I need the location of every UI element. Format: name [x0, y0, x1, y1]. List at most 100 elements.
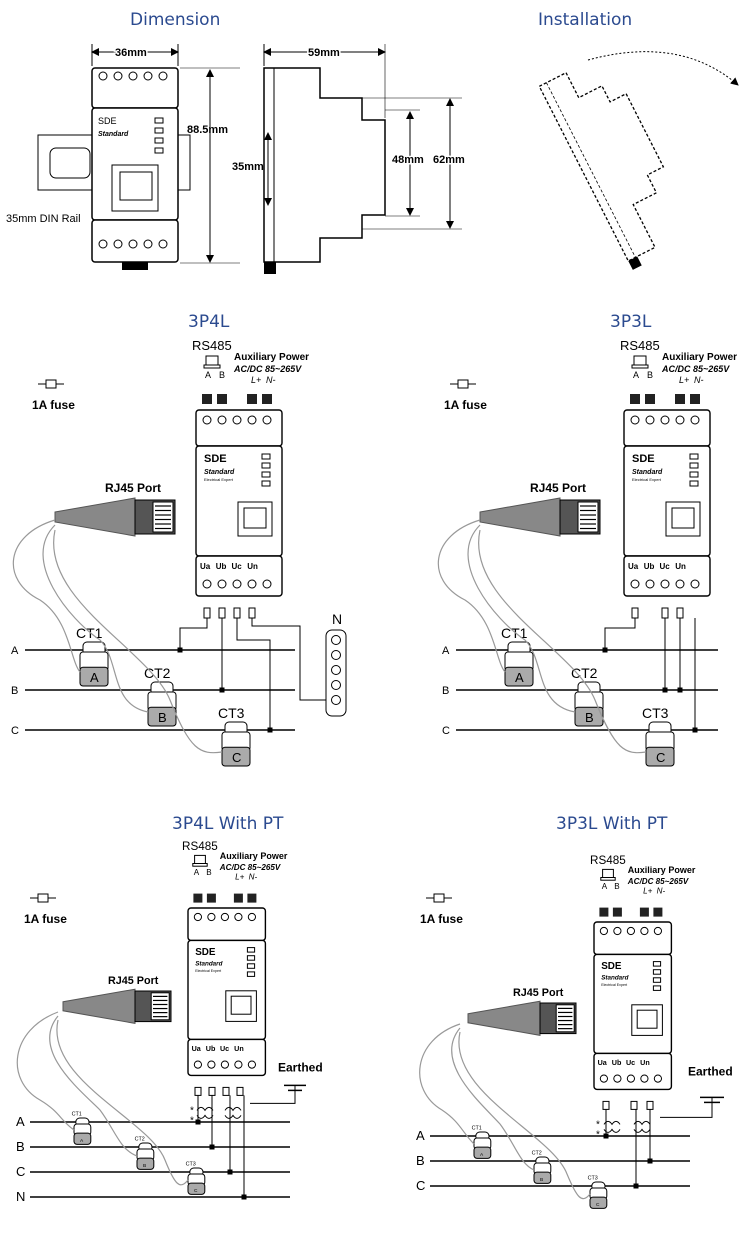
terminal-screw — [247, 1060, 256, 1069]
fuse-body — [45, 379, 57, 389]
computer-icon — [205, 355, 219, 366]
fuse-link — [236, 1086, 244, 1096]
rj45-socket — [631, 1004, 663, 1036]
polarity-mark: * — [190, 1105, 194, 1116]
ct3-phase-letter: C — [596, 1202, 600, 1208]
terminal-label-uc: Uc — [626, 1058, 635, 1067]
terminal-post — [639, 907, 649, 917]
phase-label: A — [416, 1128, 425, 1143]
installation-illustration — [538, 51, 739, 270]
led-indicator — [652, 985, 662, 991]
rj45-socket-inner — [243, 507, 267, 529]
3p3l-pt-heading: 3P3L With PT — [556, 814, 668, 834]
led-indicator — [689, 480, 699, 487]
meter-brand-label: Standard — [204, 469, 235, 476]
outer-62mm-label: 62mm — [433, 154, 465, 166]
fuse-body — [37, 893, 49, 903]
terminal-post — [653, 907, 663, 917]
rj45-socket — [225, 990, 257, 1022]
height-88-5mm-label: 88.5mm — [187, 124, 228, 136]
fuse-body — [457, 379, 469, 389]
ct2-phase-letter: B — [540, 1177, 543, 1183]
meter-model-label: SDE — [601, 961, 622, 972]
fuse-link — [218, 607, 226, 619]
led-indicator — [246, 947, 256, 953]
led-indicator — [689, 453, 699, 460]
phase-label: A — [442, 645, 450, 657]
terminal-screw — [247, 415, 257, 425]
terminal-screw — [690, 415, 700, 425]
terminal-label-ua: Ua — [200, 562, 211, 571]
ct3-body — [221, 746, 251, 767]
ct2-phase-letter: B — [158, 710, 167, 725]
terminal-screw — [660, 415, 670, 425]
aux-range-label: AC/DC 85~265V — [627, 877, 689, 886]
fuse-label: 1A fuse — [24, 912, 67, 926]
ct3-body — [187, 1182, 206, 1195]
led-indicator — [261, 471, 271, 478]
led-indicator — [689, 471, 699, 478]
ct2-label: CT2 — [144, 665, 171, 681]
terminal-post — [675, 394, 685, 404]
phase-label: N — [16, 1189, 25, 1204]
computer-icon — [602, 868, 614, 879]
aux-power-label: Auxiliary Power — [234, 352, 309, 363]
terminal-screw — [675, 579, 685, 589]
fuse-link — [676, 607, 684, 619]
terminal-label-ub: Ub — [644, 562, 655, 571]
ct1-label: CT1 — [472, 1126, 482, 1132]
neutral-screw — [331, 680, 341, 690]
rs485-label: RS485 — [590, 854, 626, 867]
dimension-heading: Dimension — [130, 10, 221, 30]
terminal-post — [217, 394, 227, 404]
terminal-label-ub: Ub — [216, 562, 227, 571]
rj45-socket-inner — [230, 995, 252, 1015]
neutral-screw — [331, 695, 341, 705]
terminal-label-uc: Uc — [232, 562, 243, 571]
ct2-phase-letter: B — [585, 710, 594, 725]
terminal-screw — [653, 1074, 663, 1083]
depth-59mm-label: 59mm — [308, 47, 340, 59]
fuse-link — [203, 607, 211, 619]
junction-dot — [267, 727, 273, 733]
polarity-mark: * — [190, 1115, 194, 1126]
aux-pin-l-label: L+ — [251, 375, 261, 385]
ct-lead — [56, 1019, 189, 1186]
earthed-label: Earthed — [688, 1064, 733, 1078]
ct-lead — [451, 1027, 535, 1171]
phase-label: C — [11, 725, 19, 737]
ct3-phase-letter: C — [656, 750, 665, 765]
rs485-pin-a-label: A — [602, 882, 608, 891]
terminal-post — [612, 907, 622, 917]
junction-dot — [633, 1183, 639, 1189]
ct2-body — [533, 1171, 552, 1184]
ct3-phase-letter: C — [194, 1188, 198, 1194]
terminal-post — [247, 893, 257, 903]
pt-coil — [196, 1114, 214, 1119]
bottom-terminal-block — [187, 1038, 267, 1077]
ct-lead — [419, 1023, 475, 1145]
junction-dot — [677, 687, 683, 693]
rs485-pin-b-label: B — [219, 370, 225, 380]
fuse-label: 1A fuse — [420, 912, 463, 926]
neutral-label: N — [332, 611, 342, 627]
junction-dot — [219, 687, 225, 693]
aux-range-label: AC/DC 85~265V — [661, 364, 730, 374]
width-36mm-label: 36mm — [115, 47, 147, 59]
computer-icon — [633, 355, 647, 366]
computer-icon-base — [192, 863, 208, 867]
terminal-screw — [645, 579, 655, 589]
top-terminal-block — [593, 921, 673, 956]
installation-heading: Installation — [538, 10, 633, 30]
led-indicator — [246, 971, 256, 977]
bottom-terminal-block — [195, 555, 283, 597]
wire — [250, 1085, 296, 1104]
dimension-side-view: 59mm 35mm 48mm 62mm — [232, 44, 467, 274]
phase-label: A — [11, 645, 19, 657]
phase-label: B — [11, 685, 18, 697]
aux-pin-n-label: N- — [249, 873, 258, 882]
terminal-label-un: Un — [247, 562, 258, 571]
fuse-link — [646, 1100, 654, 1110]
